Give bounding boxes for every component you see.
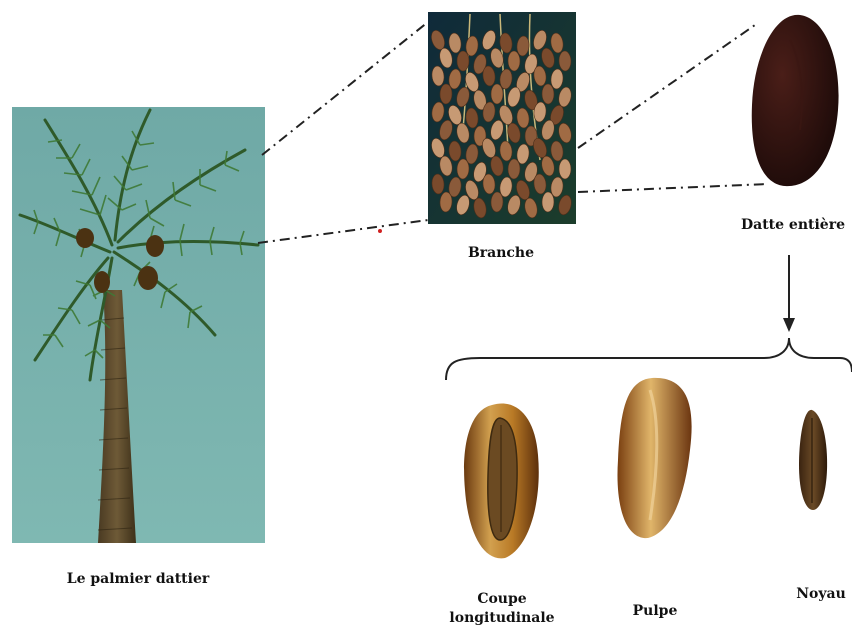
palm-tree-photo xyxy=(12,107,265,543)
cut-label-line2: longitudinale xyxy=(449,610,554,626)
pulp-label: Pulpe xyxy=(633,603,678,619)
down-arrow xyxy=(783,255,795,332)
branch-date-fruit xyxy=(508,159,520,179)
cut-label-line1: Coupe xyxy=(477,591,526,607)
branch-date-fruit xyxy=(542,84,554,104)
branch-date-fruit xyxy=(440,84,452,104)
branch-date-fruit xyxy=(542,192,554,212)
branch-date-fruit xyxy=(491,84,503,104)
pit-label: Noyau xyxy=(796,586,846,602)
longitudinal-cut-image xyxy=(464,403,539,558)
whole-date-image xyxy=(752,15,839,186)
red-dot-marker xyxy=(378,229,382,233)
branch-date-fruit xyxy=(508,51,520,71)
whole-date-label: Datte entière xyxy=(741,217,845,233)
pulp-image xyxy=(617,378,691,538)
curly-brace xyxy=(446,338,852,380)
palm-label: Le palmier dattier xyxy=(67,571,210,587)
branch-date-fruit xyxy=(559,159,571,179)
branch-dates xyxy=(429,29,573,219)
branch-date-fruit xyxy=(457,51,469,71)
branch-photo xyxy=(428,12,576,224)
pit-image xyxy=(799,410,827,510)
branch-label: Branche xyxy=(468,245,534,261)
